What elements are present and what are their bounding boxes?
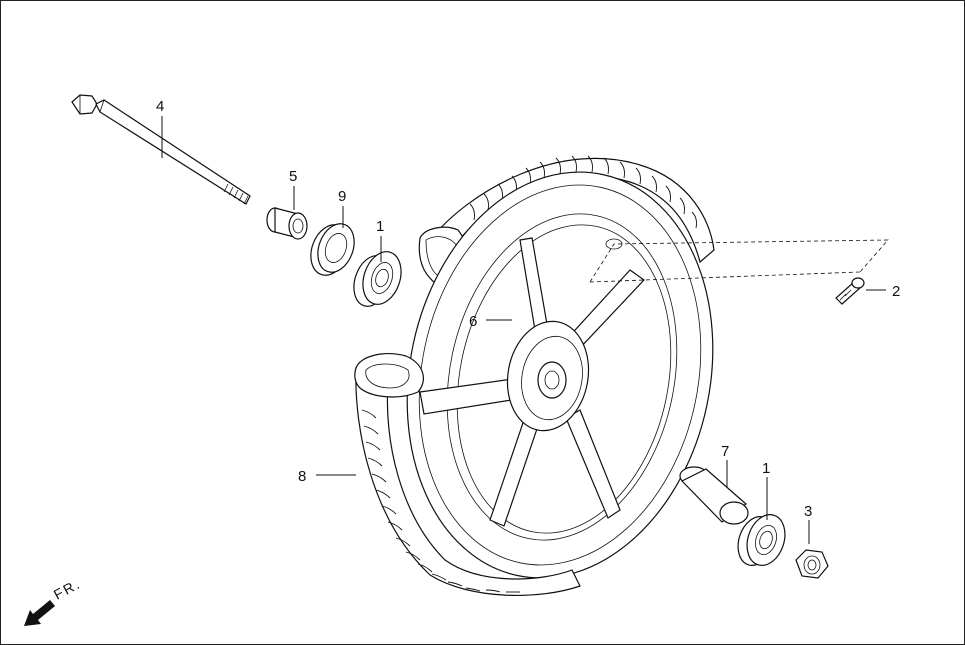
leader-lines (161, 116, 886, 544)
side-collar (266, 207, 308, 240)
valve-stem (835, 277, 865, 305)
callout-6: 6 (469, 313, 477, 330)
valve-alignment-line (589, 239, 889, 283)
callout-7: 7 (721, 443, 729, 460)
callout-1-lower: 1 (762, 460, 770, 477)
tire-upper-tread (469, 155, 697, 229)
callout-5: 5 (289, 168, 297, 185)
tire-lower-arc (354, 353, 581, 596)
callout-8: 8 (298, 468, 306, 485)
bearing-lower (737, 514, 786, 566)
front-direction-indicator: FR. (24, 575, 84, 626)
axle-nut (795, 549, 829, 579)
front-arrow-icon (24, 600, 55, 626)
wheel-spokes (419, 237, 645, 527)
distance-collar (679, 466, 749, 525)
callout-2: 2 (892, 283, 900, 300)
callout-labels: 4 5 9 1 2 6 8 7 1 3 (156, 98, 900, 520)
callout-3: 3 (804, 503, 812, 520)
oil-seal (310, 223, 355, 276)
callout-4: 4 (156, 98, 164, 115)
axle-thread (223, 183, 249, 205)
wheel-rim (406, 171, 714, 579)
tire-lower-tread (361, 409, 520, 593)
wheel-hub (506, 320, 590, 432)
bearing-upper (353, 251, 402, 307)
callout-1-upper: 1 (376, 218, 384, 235)
front-direction-label: FR. (51, 575, 84, 603)
axle-bolt (71, 94, 251, 205)
callout-9: 9 (338, 188, 346, 205)
